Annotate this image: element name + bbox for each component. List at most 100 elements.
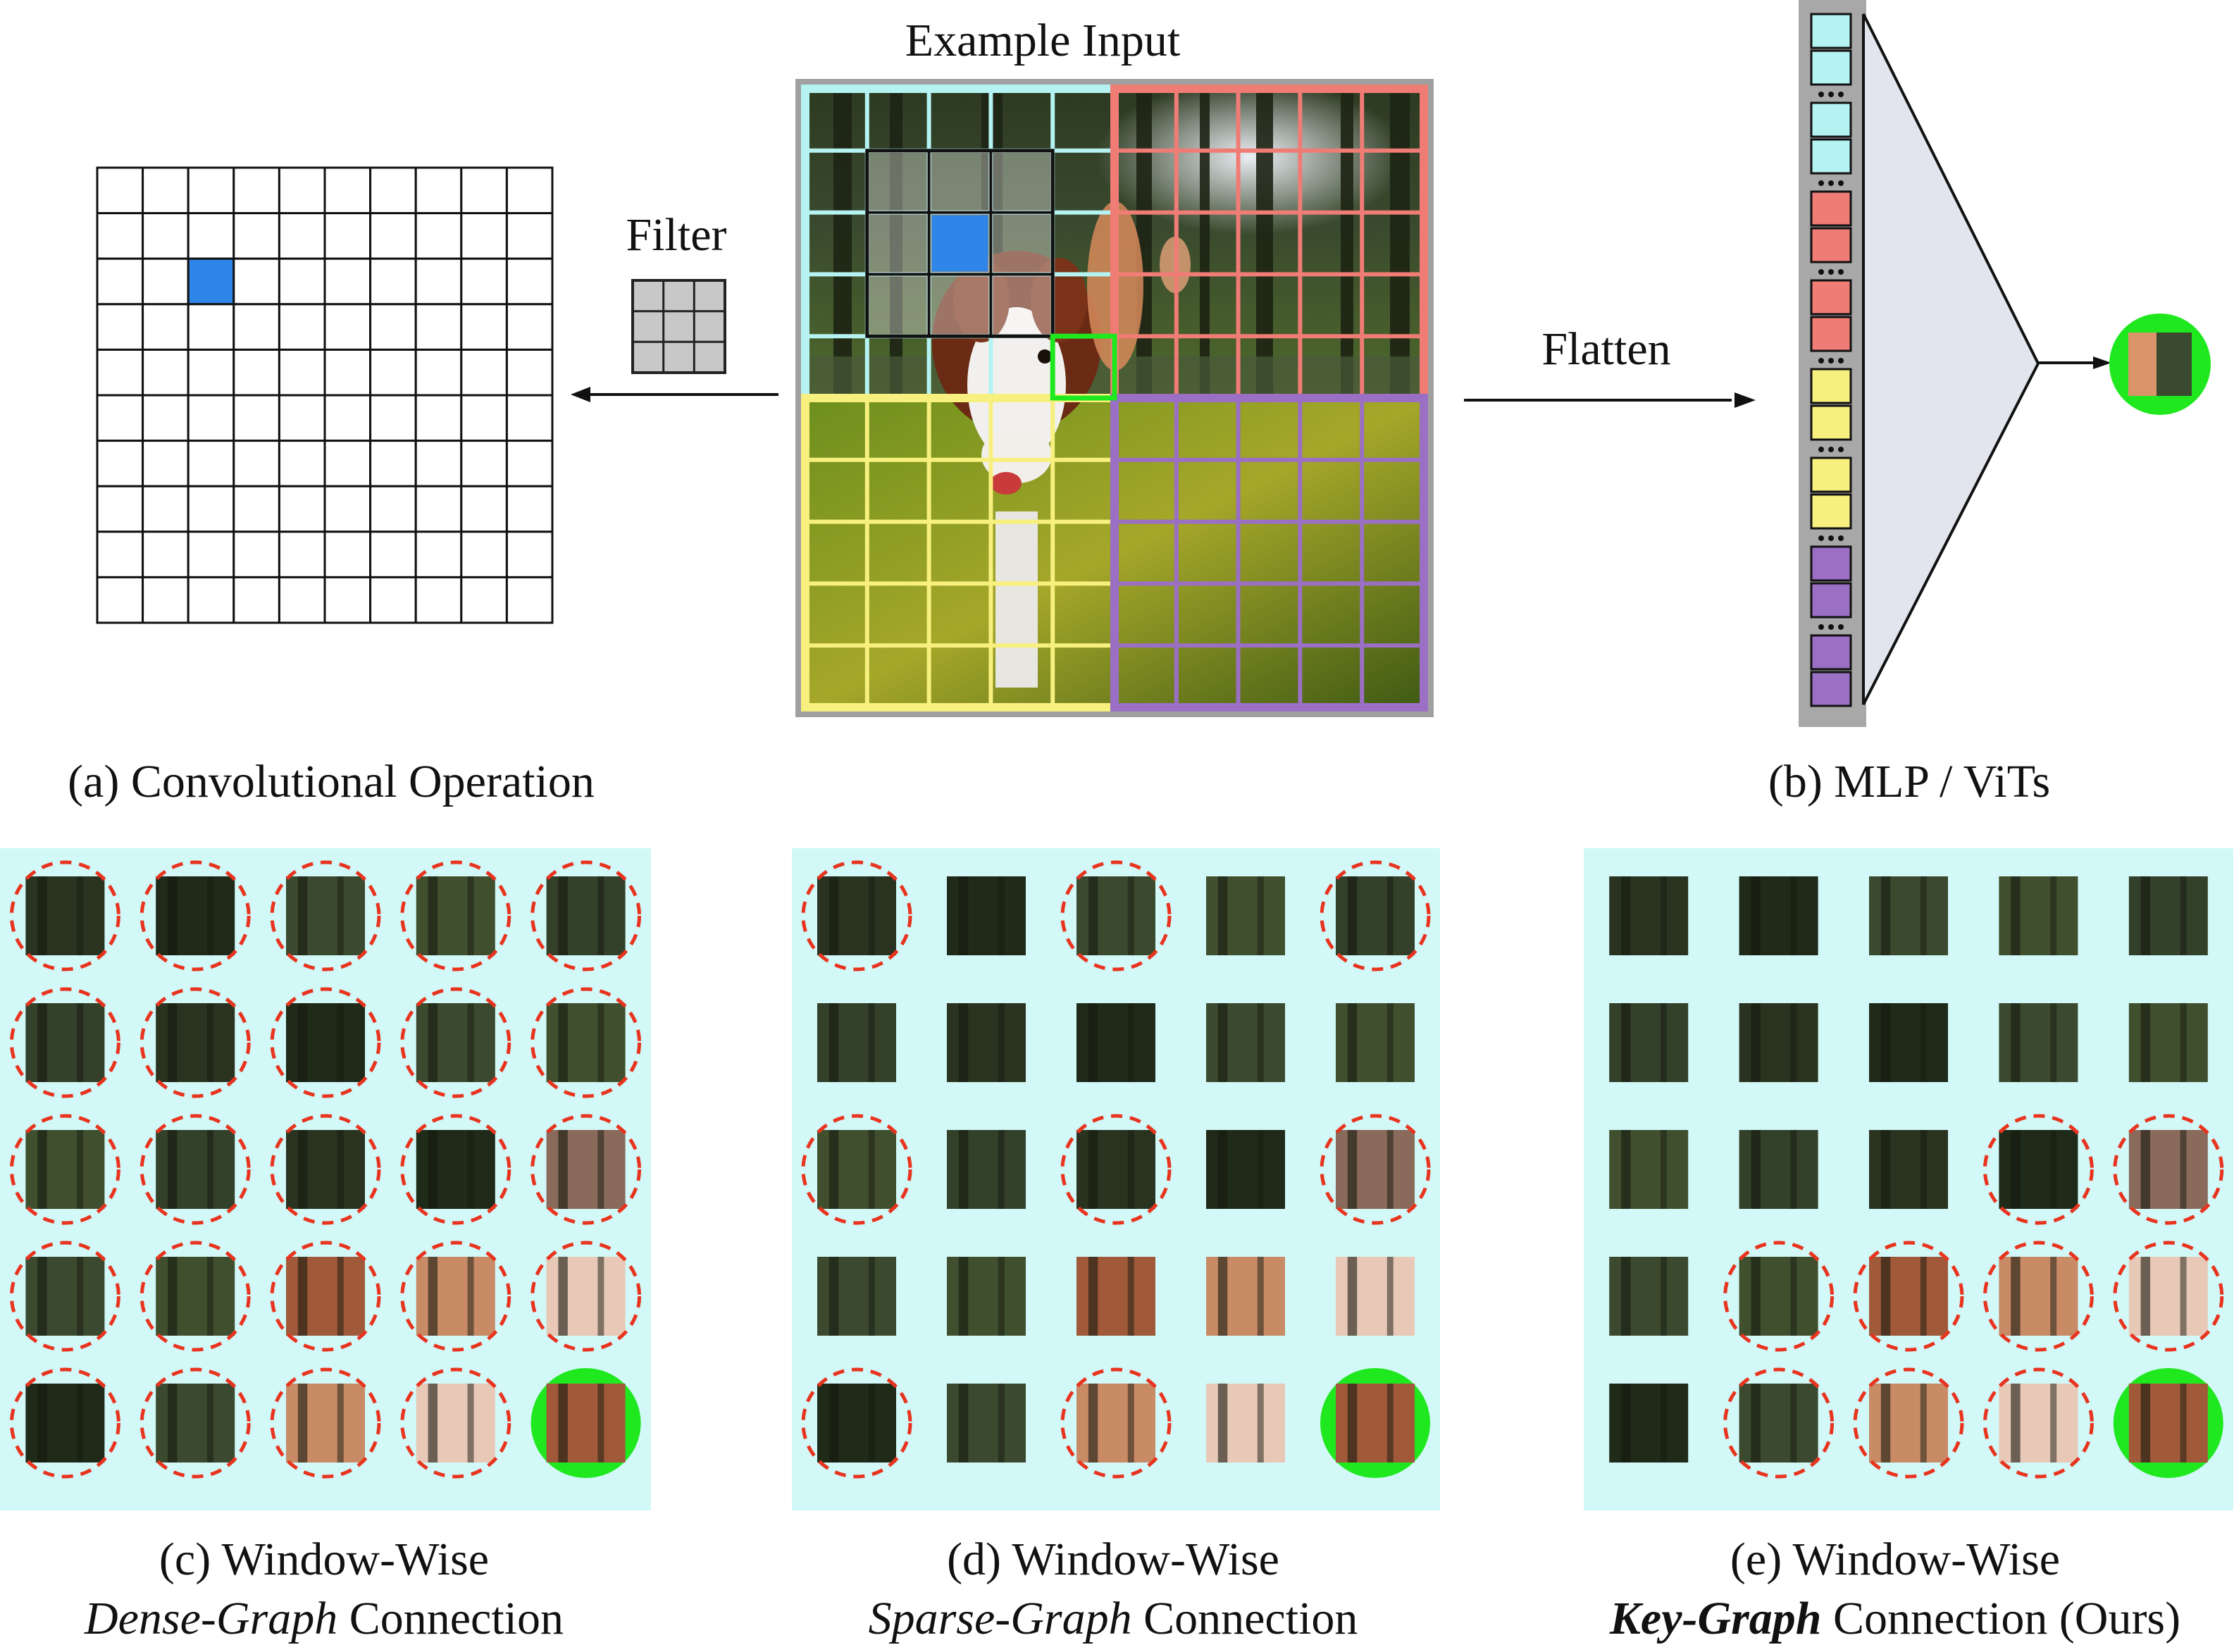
patch-trunk — [2140, 1003, 2151, 1082]
patch-trunk — [2180, 876, 2187, 955]
conv-cell — [369, 257, 417, 306]
conv-cell — [187, 303, 235, 351]
patch-trunk — [597, 1257, 604, 1336]
query-token-highlight — [1050, 333, 1117, 401]
patch-trunk — [1920, 1003, 1927, 1082]
conv-cell — [460, 485, 508, 533]
conv-cell — [96, 394, 144, 442]
connection-circle — [139, 1367, 251, 1479]
caption-sparse-emph: Sparse-Graph — [868, 1593, 1132, 1645]
patch-trunk — [1751, 1257, 1761, 1336]
connection-circle — [270, 987, 381, 1098]
image-patch — [1999, 1003, 2078, 1082]
patch-trunk — [37, 1003, 47, 1082]
patch-trunk — [597, 1384, 604, 1462]
token-cell — [1810, 404, 1852, 441]
connection-circle — [530, 987, 642, 1098]
token-cell — [1810, 493, 1852, 530]
patch-fur — [2128, 333, 2157, 396]
conv-cell — [460, 394, 508, 442]
patch-trunk — [1751, 1003, 1761, 1082]
conv-cell — [142, 576, 190, 624]
patch-trunk — [829, 1384, 839, 1462]
patch-trunk — [998, 1130, 1005, 1209]
patch-trunk — [77, 1257, 84, 1336]
patch-trunk — [207, 1384, 213, 1462]
conv-cell — [460, 576, 508, 624]
conv-cell — [232, 348, 280, 397]
conv-cell — [505, 257, 554, 306]
conv-cell — [414, 348, 463, 397]
patch-trunk — [558, 1257, 568, 1336]
patch-trunk — [168, 1257, 178, 1336]
connection-circle — [270, 1367, 381, 1479]
patch-trunk — [37, 876, 47, 955]
window-border — [1110, 394, 1428, 712]
connection-circle — [1723, 1367, 1835, 1479]
ellipsis-dot — [1828, 358, 1834, 364]
ellipsis-dot — [1828, 269, 1834, 275]
patch-trunk — [297, 1003, 308, 1082]
patch-trunk — [1920, 1130, 1927, 1209]
connection-circle — [1982, 1367, 2094, 1479]
ellipsis-dot — [1818, 269, 1824, 275]
patch-trunk — [467, 1257, 474, 1336]
patch-trunk — [1127, 1003, 1134, 1082]
patch-trunk — [1386, 1130, 1394, 1209]
conv-cell — [142, 212, 190, 260]
patch-trunk — [168, 1003, 178, 1082]
conv-cell — [505, 440, 554, 487]
patch-trunk — [428, 1384, 438, 1462]
patch-trunk — [1386, 876, 1394, 955]
conv-cell — [460, 440, 508, 487]
image-patch — [546, 1003, 626, 1082]
token-cell — [1810, 138, 1852, 175]
conv-cell — [278, 485, 326, 533]
conv-cell — [187, 212, 235, 260]
patch-trunk — [1790, 1384, 1797, 1462]
caption-conv: (a) Convolutional Operation — [68, 756, 595, 807]
patch-trunk — [2140, 876, 2151, 955]
patch-trunk — [1347, 1257, 1358, 1336]
patch-trunk — [998, 876, 1005, 955]
patch-trunk — [2050, 1384, 2057, 1462]
patch-trunk — [2050, 1130, 2057, 1209]
ellipsis-dot — [1838, 92, 1844, 97]
ellipsis-dot — [1828, 92, 1834, 97]
image-patch — [1999, 1384, 2078, 1462]
ellipsis-dot — [1818, 447, 1824, 452]
patch-trunk — [1920, 876, 1927, 955]
conv-cell — [505, 303, 554, 351]
conv-cell — [187, 485, 235, 533]
ellipsis-dot — [1838, 269, 1844, 275]
patch-trunk — [958, 1130, 969, 1209]
conv-cell — [505, 485, 554, 533]
patch-trunk — [1217, 1003, 1228, 1082]
conv-cell — [369, 530, 417, 578]
patch-trunk — [2011, 1257, 2021, 1336]
patch-trunk — [297, 876, 308, 955]
conv-cell — [232, 212, 280, 260]
caption-sparse-rest: Connection — [1131, 1593, 1358, 1645]
patch-trunk — [2140, 1130, 2151, 1209]
token-cell — [1810, 190, 1852, 227]
patch-trunk — [1621, 876, 1631, 955]
token-cell — [1810, 279, 1852, 316]
conv-output-grid — [96, 166, 554, 624]
token-cell — [1810, 671, 1852, 707]
patch-trunk — [1751, 1384, 1761, 1462]
conv-cell — [505, 394, 554, 442]
patch-trunk — [1880, 1384, 1891, 1462]
caption-key-emph: Key-Graph — [1609, 1593, 1822, 1645]
patch-trunk — [467, 1003, 474, 1082]
token-cell — [1810, 227, 1852, 263]
filter-center-cell — [931, 215, 988, 272]
patch-trunk — [1880, 1130, 1891, 1209]
patch-trunk — [467, 1130, 474, 1209]
patch-trunk — [829, 1003, 839, 1082]
conv-cell — [232, 257, 280, 306]
patch-trunk — [829, 1257, 839, 1336]
conv-cell — [187, 530, 235, 578]
conv-cell — [414, 303, 463, 351]
patch-trunk — [1217, 1257, 1228, 1336]
